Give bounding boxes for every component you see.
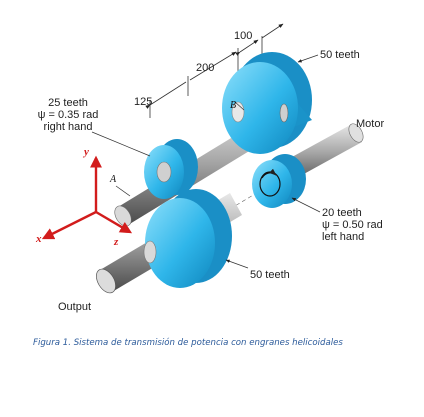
z-axis-arrow <box>95 210 133 234</box>
figure-caption: Figura 1. Sistema de transmisión de pote… <box>33 338 343 348</box>
output-label: Output <box>58 301 92 313</box>
motor-gear-helix: ψ = 0.50 rad <box>322 219 383 231</box>
top-left-gear-hand: right hand <box>43 121 93 133</box>
motor-gear-spec: 20 teeth ψ = 0.50 rad left hand <box>322 207 383 243</box>
leader-lines <box>91 54 321 269</box>
gear-20-teeth-motor <box>252 154 306 208</box>
dimension-lines <box>145 23 284 118</box>
gear-25-teeth-top <box>144 139 198 199</box>
top-left-gear-spec: 25 teeth ψ = 0.35 rad right hand <box>28 97 108 133</box>
x-axis-label: x <box>36 233 42 245</box>
motor-gear-hand: left hand <box>322 231 365 243</box>
top-left-gear-teeth: 25 teeth <box>48 97 88 109</box>
top-shaft-end <box>279 103 289 123</box>
gear-50-teeth-bottom <box>143 189 232 288</box>
z-axis-label: z <box>114 236 119 248</box>
y-axis-label: y <box>84 146 89 158</box>
top-right-gear-teeth: 50 teeth <box>320 49 360 61</box>
bottom-gear-teeth: 50 teeth <box>250 269 290 281</box>
point-a-label: A <box>110 174 117 185</box>
top-left-gear-helix: ψ = 0.35 rad <box>37 109 99 121</box>
dimension-200: 200 <box>196 62 215 74</box>
point-b-label: B <box>230 100 237 111</box>
dimension-125: 125 <box>134 96 153 108</box>
gear-50-teeth-top <box>222 52 312 154</box>
coordinate-axes <box>41 155 133 240</box>
x-axis-arrow <box>41 210 97 240</box>
dimension-100: 100 <box>234 30 253 42</box>
motor-gear-teeth: 20 teeth <box>322 207 362 219</box>
motor-label: Motor <box>356 118 385 130</box>
